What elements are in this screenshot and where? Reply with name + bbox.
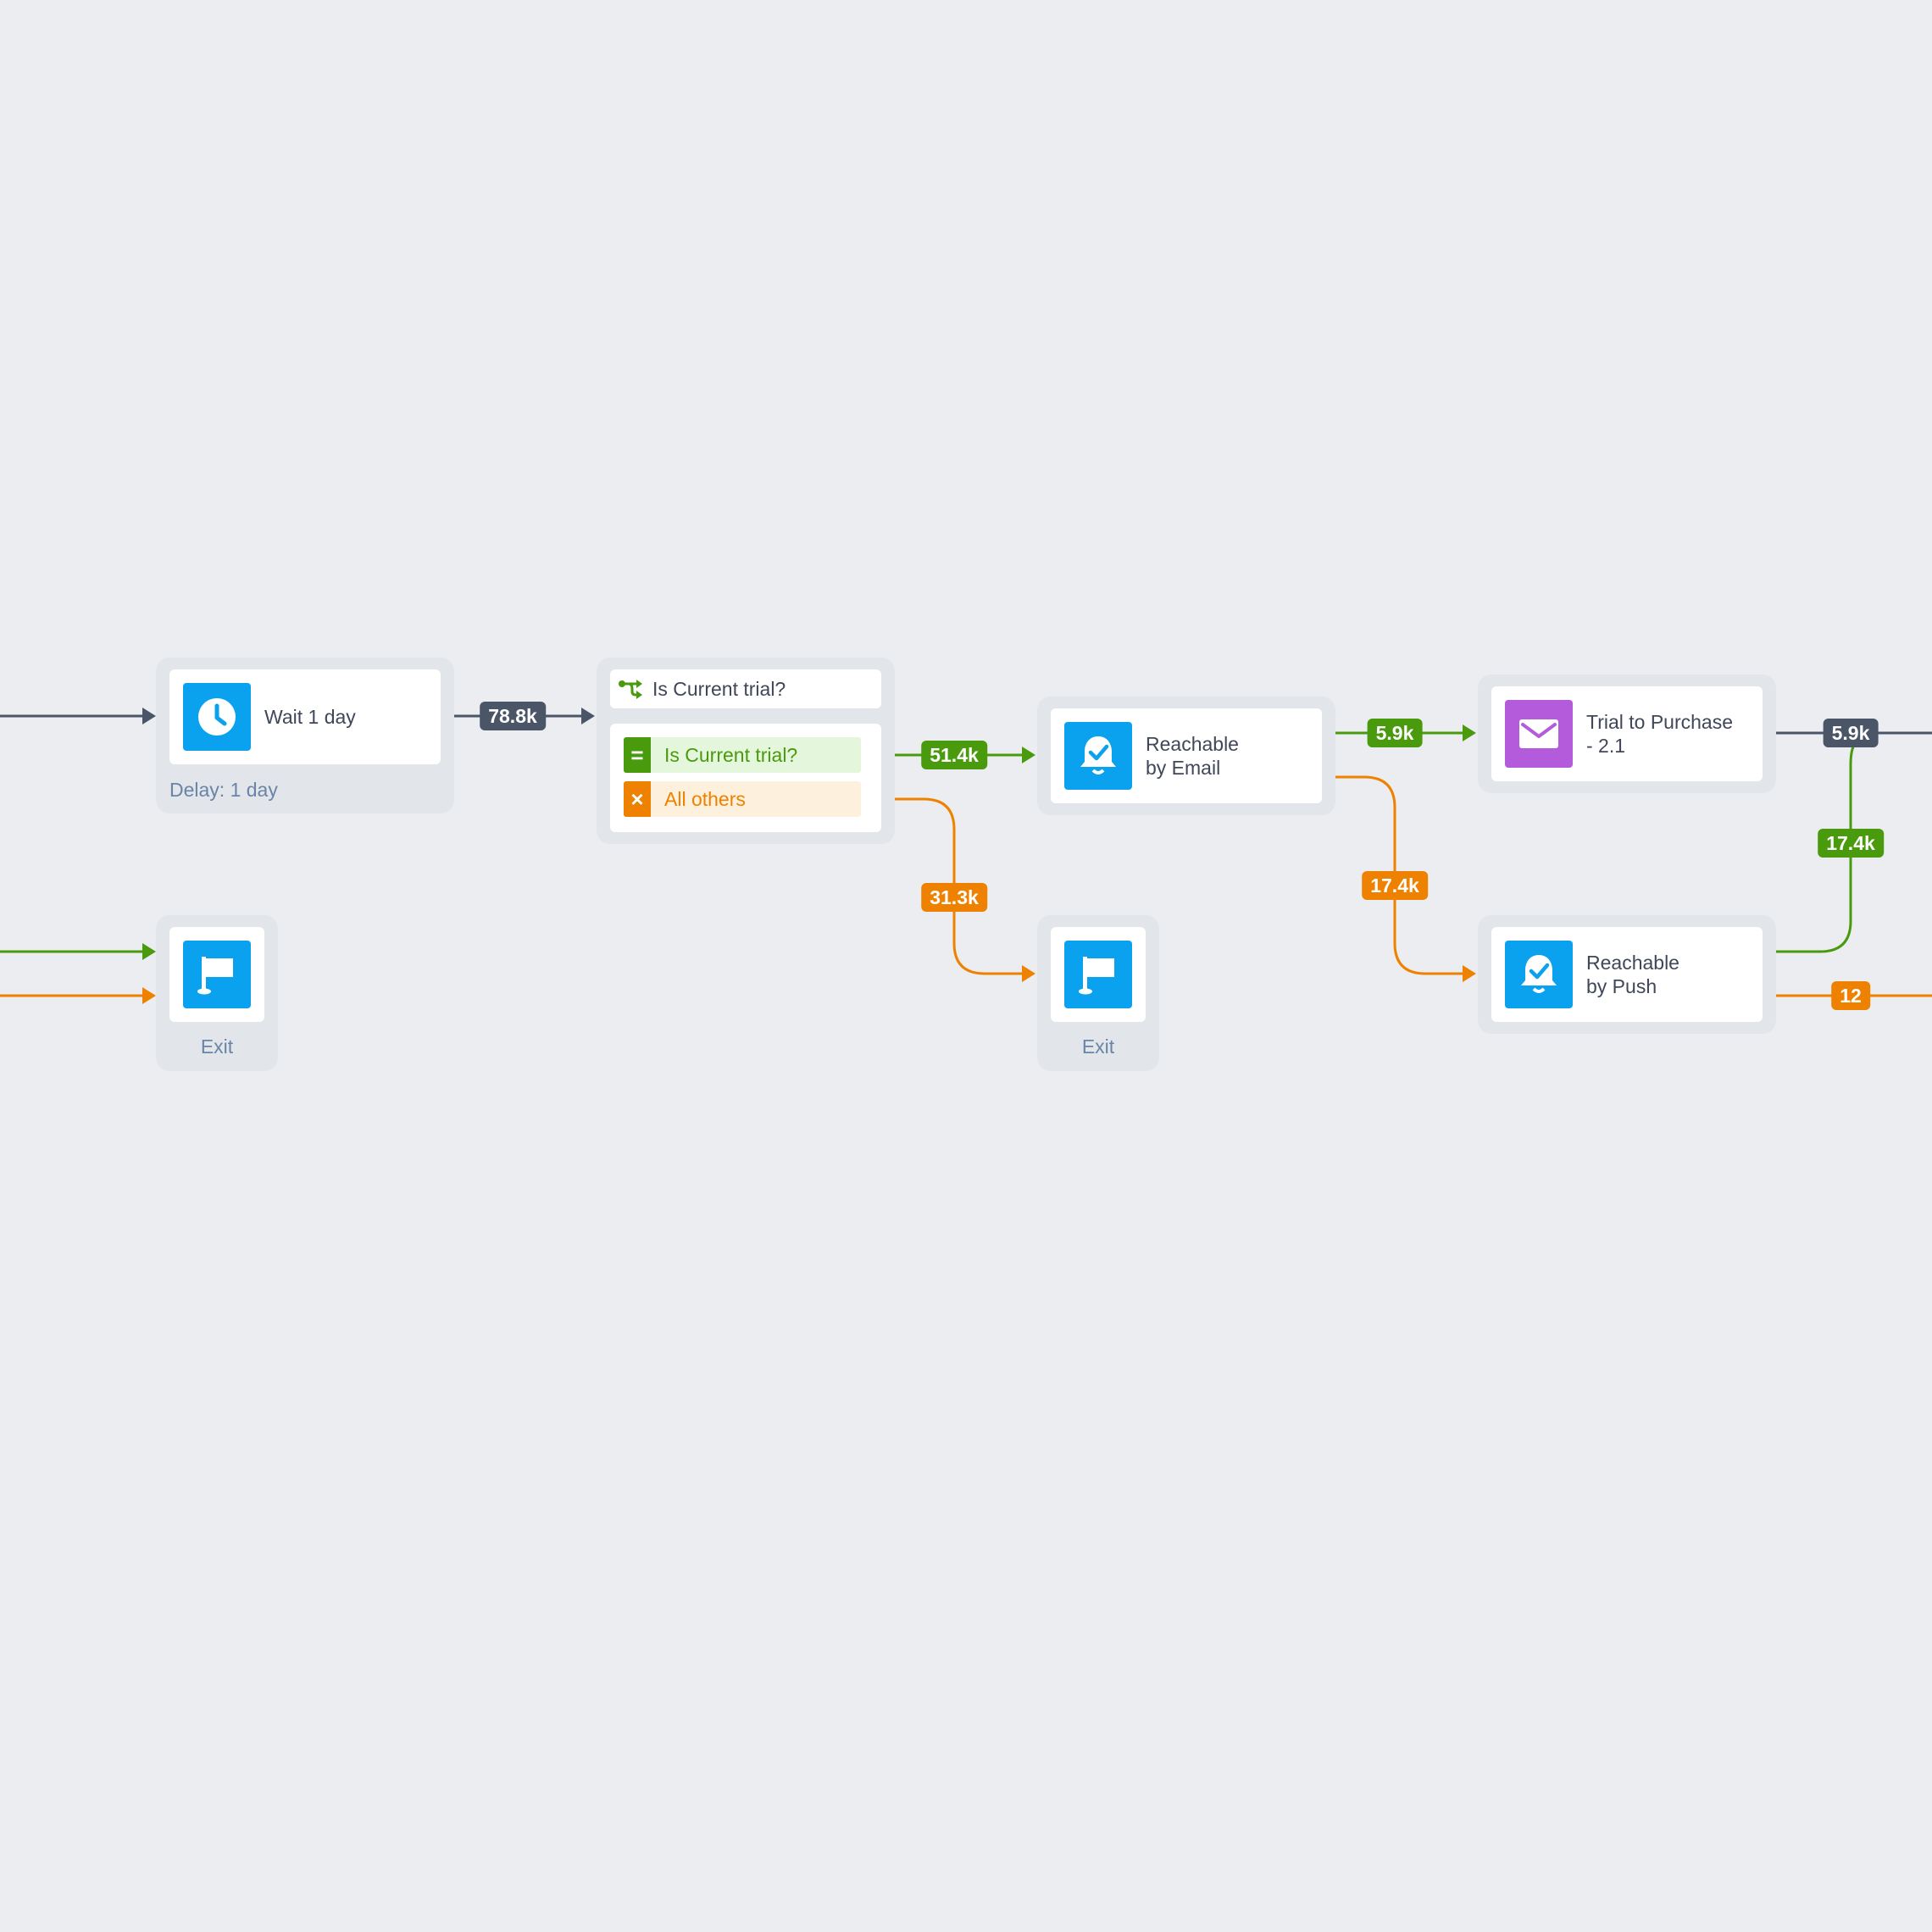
reachable-email-node[interactable]: Reachable by Email (1037, 697, 1335, 815)
split-icon (619, 678, 644, 704)
branch-yes-label: Is Current trial? (664, 743, 798, 766)
edge-count-badge[interactable]: 51.4k (921, 741, 987, 769)
exit-label: Exit (1081, 1035, 1115, 1058)
exit-label: Exit (200, 1035, 234, 1058)
arrowhead (1022, 747, 1035, 763)
close-icon: × (624, 781, 651, 817)
arrowhead (581, 708, 595, 724)
flag-icon (183, 941, 251, 1008)
bell-check-icon (1505, 941, 1573, 1008)
trial-to-purchase-card[interactable]: Trial to Purchase - 2.1 (1491, 686, 1763, 781)
exit-node-left[interactable]: Exit (156, 915, 278, 1071)
split-node[interactable]: Is Current trial? = Is Current trial? × … (597, 658, 895, 844)
trial-to-purchase-label: Trial to Purchase - 2.1 (1586, 711, 1733, 757)
wait-card[interactable]: Wait 1 day (169, 669, 441, 764)
split-title: Is Current trial? (652, 678, 786, 700)
trial-to-purchase-node[interactable]: Trial to Purchase - 2.1 (1478, 675, 1776, 793)
edge-count-badge[interactable]: 17.4k (1362, 871, 1428, 900)
arrowhead (1463, 724, 1476, 741)
bell-check-icon (1064, 722, 1132, 790)
edge-count-badge[interactable]: 78.8k (480, 702, 546, 730)
wait-node[interactable]: Wait 1 day Delay: 1 day (156, 658, 454, 813)
edge-count-badge[interactable]: 5.9k (1367, 719, 1423, 747)
exit-card[interactable] (169, 927, 264, 1022)
arrowhead (1022, 965, 1035, 982)
exit-node-middle[interactable]: Exit (1037, 915, 1159, 1071)
branch-no-label: All others (664, 787, 746, 810)
reachable-push-label: Reachable by Push (1586, 952, 1679, 997)
reachable-push-card[interactable]: Reachable by Push (1491, 927, 1763, 1022)
edge-count-badge[interactable]: 31.3k (921, 883, 987, 912)
branch-no[interactable]: × All others (624, 781, 861, 817)
split-header[interactable]: Is Current trial? (610, 669, 881, 708)
envelope-icon (1505, 700, 1573, 768)
edge-count-badge[interactable]: 12 (1831, 981, 1870, 1010)
arrowhead (142, 708, 156, 724)
reachable-push-node[interactable]: Reachable by Push (1478, 915, 1776, 1034)
arrowhead (142, 987, 156, 1004)
reachable-email-label: Reachable by Email (1146, 733, 1239, 779)
clock-icon (183, 683, 251, 751)
arrowhead (1463, 965, 1476, 982)
reachable-email-card[interactable]: Reachable by Email (1051, 708, 1322, 803)
wait-delay-label: Delay: 1 day (169, 779, 278, 801)
equals-icon: = (624, 737, 651, 773)
branch-yes[interactable]: = Is Current trial? (624, 737, 861, 773)
flag-icon (1064, 941, 1132, 1008)
edge-count-badge[interactable]: 5.9k (1823, 719, 1879, 747)
arrowhead (142, 943, 156, 960)
wait-label: Wait 1 day (264, 706, 356, 728)
split-branches: = Is Current trial? × All others (610, 724, 881, 832)
exit-card[interactable] (1051, 927, 1146, 1022)
edge-count-badge[interactable]: 17.4k (1818, 829, 1884, 858)
